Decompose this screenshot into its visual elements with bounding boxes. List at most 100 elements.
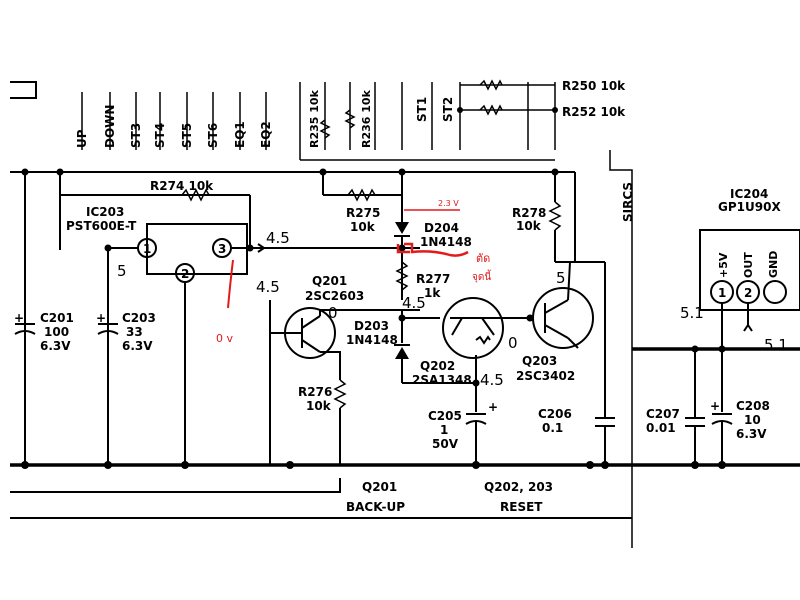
resistor-r235-symbol — [319, 119, 331, 139]
svg-text:+: + — [710, 399, 720, 413]
block-q201-title: Q201 — [362, 480, 397, 494]
q202-name: Q202 — [420, 359, 455, 373]
supply-rail — [10, 168, 575, 465]
c205-name: C205 — [428, 409, 462, 423]
d204-part: 1N4148 — [420, 235, 472, 249]
c203-voltage: 6.3V — [122, 339, 153, 353]
capacitor-c205: + C205 1 50V — [428, 379, 498, 465]
c206-name: C206 — [538, 407, 572, 421]
transistor-q203: Q203 2SC3402 — [516, 261, 594, 383]
label-sircs: SIRCS — [621, 182, 635, 222]
c201-voltage: 6.3V — [40, 339, 71, 353]
transistor-q202: Q202 2SA1348 4.5 0 — [402, 297, 530, 389]
block-outlines: Q201 BACK-UP Q202, 203 RESET — [10, 478, 632, 519]
c203-value: 33 — [126, 325, 143, 339]
ic204-label-out: OUT — [742, 252, 755, 278]
label-r252: R252 10k — [562, 105, 626, 119]
voltage-ic204-b: 5.1 — [764, 336, 788, 354]
red-label-point: จุดนี้ — [472, 269, 492, 283]
label-st2: ST2 — [441, 97, 455, 122]
c207-value: 0.01 — [646, 421, 676, 435]
transistor-q201: 4.5 Q201 2SC2603 0 — [256, 274, 420, 465]
block-reset-sub: RESET — [500, 500, 543, 514]
ic204-part: GP1U90X — [718, 200, 781, 214]
label-r235: R235 10k — [308, 89, 321, 148]
label-st1: ST1 — [415, 97, 429, 122]
ic203-pin1: 1 — [143, 242, 151, 256]
voltage-q201-coll: 0 — [328, 304, 338, 322]
voltage-ic204-a: 5.1 — [680, 304, 704, 322]
corner-box — [10, 81, 37, 99]
ic204-pin2: 2 — [744, 286, 752, 300]
r276-name: R276 — [298, 385, 332, 399]
voltage-q203-coll: 5 — [556, 269, 566, 287]
capacitor-c201: C201 100 6.3V + — [14, 311, 74, 353]
ic204: IC204 GP1U90X +5V OUT GND 1 2 5.1 5.1 — [680, 187, 800, 354]
label-down: DOWN — [103, 105, 117, 148]
svg-text:+: + — [488, 400, 498, 414]
c208-value: 10 — [744, 413, 761, 427]
svg-text:+: + — [14, 311, 24, 325]
ic203-name: IC203 — [86, 205, 124, 219]
label-st5: ST5 — [180, 123, 194, 148]
block-q201-sub: BACK-UP — [346, 500, 405, 514]
ic203: 1 2 3 IC203 PST600E-T 4.5 5 — [66, 195, 420, 465]
c203-name: C203 — [122, 311, 156, 325]
capacitor-c207-c208: + C207 0.01 C208 10 6.3V — [632, 345, 800, 465]
c206-value: 0.1 — [542, 421, 563, 435]
label-r236: R236 10k — [360, 89, 373, 148]
r278-name: R278 — [512, 206, 546, 220]
label-st4: ST4 — [153, 123, 167, 148]
resistor-r278: R278 10k 5 — [512, 172, 605, 287]
voltage-q203-base: 0 — [508, 334, 518, 352]
capacitor-c206: C206 0.1 — [538, 262, 615, 465]
ic203-pin3: 3 — [218, 242, 226, 256]
resistor-r250-r252: R250 10k R252 10k — [457, 79, 626, 119]
voltage-q202-coll: 4.5 — [480, 371, 504, 389]
ic203-part: PST600E-T — [66, 219, 137, 233]
label-up: UP — [75, 129, 89, 148]
q202-part: 2SA1348 — [412, 373, 472, 387]
red-annotation-0v: 0 v — [216, 259, 234, 345]
voltage-q201-base: 4.5 — [256, 278, 280, 296]
sircs-line — [609, 150, 633, 548]
top-bus-lines — [81, 82, 556, 161]
q201-part: 2SC2603 — [305, 289, 364, 303]
voltage-q202-emit: 4.5 — [402, 294, 426, 312]
r278-value: 10k — [516, 219, 542, 233]
r277-value: 1k — [424, 286, 441, 300]
q201-name: Q201 — [312, 274, 347, 288]
d203-name: D203 — [354, 319, 389, 333]
c201-name: C201 — [40, 311, 74, 325]
d203-part: 1N4148 — [346, 333, 398, 347]
block-reset-title: Q202, 203 — [484, 480, 553, 494]
q203-name: Q203 — [522, 354, 557, 368]
ic204-label-gnd: GND — [767, 251, 780, 278]
r276-value: 10k — [306, 399, 332, 413]
resistor-r274: R274 10k — [150, 179, 214, 202]
c208-voltage: 6.3V — [736, 427, 767, 441]
q203-part: 2SC3402 — [516, 369, 575, 383]
voltage-pin1: 5 — [117, 262, 127, 280]
red-label-0v: 0 v — [216, 332, 233, 345]
label-r274: R274 10k — [150, 179, 214, 193]
r275-name: R275 — [346, 206, 380, 220]
voltage-ic-out: 4.5 — [266, 229, 290, 247]
c208-name: C208 — [736, 399, 770, 413]
c201-value: 100 — [44, 325, 69, 339]
ground-bus — [10, 461, 800, 469]
label-eq2: EQ2 — [259, 121, 273, 148]
diode-d203: D203 1N4148 — [346, 310, 476, 384]
ic204-label-5v: +5V — [717, 252, 730, 278]
red-annotation-cut: 2.3 V ตัด จุดนี้ — [396, 199, 492, 283]
label-r250: R250 10k — [562, 79, 626, 93]
capacitor-c203: C203 33 6.3V + — [96, 248, 156, 465]
c207-name: C207 — [646, 407, 680, 421]
ic204-name: IC204 — [730, 187, 768, 201]
red-label-cut: ตัด — [476, 252, 490, 265]
label-st6: ST6 — [206, 123, 220, 148]
red-label-2v3: 2.3 V — [438, 199, 459, 208]
d204-name: D204 — [424, 221, 459, 235]
ic203-pin2: 2 — [181, 267, 189, 281]
